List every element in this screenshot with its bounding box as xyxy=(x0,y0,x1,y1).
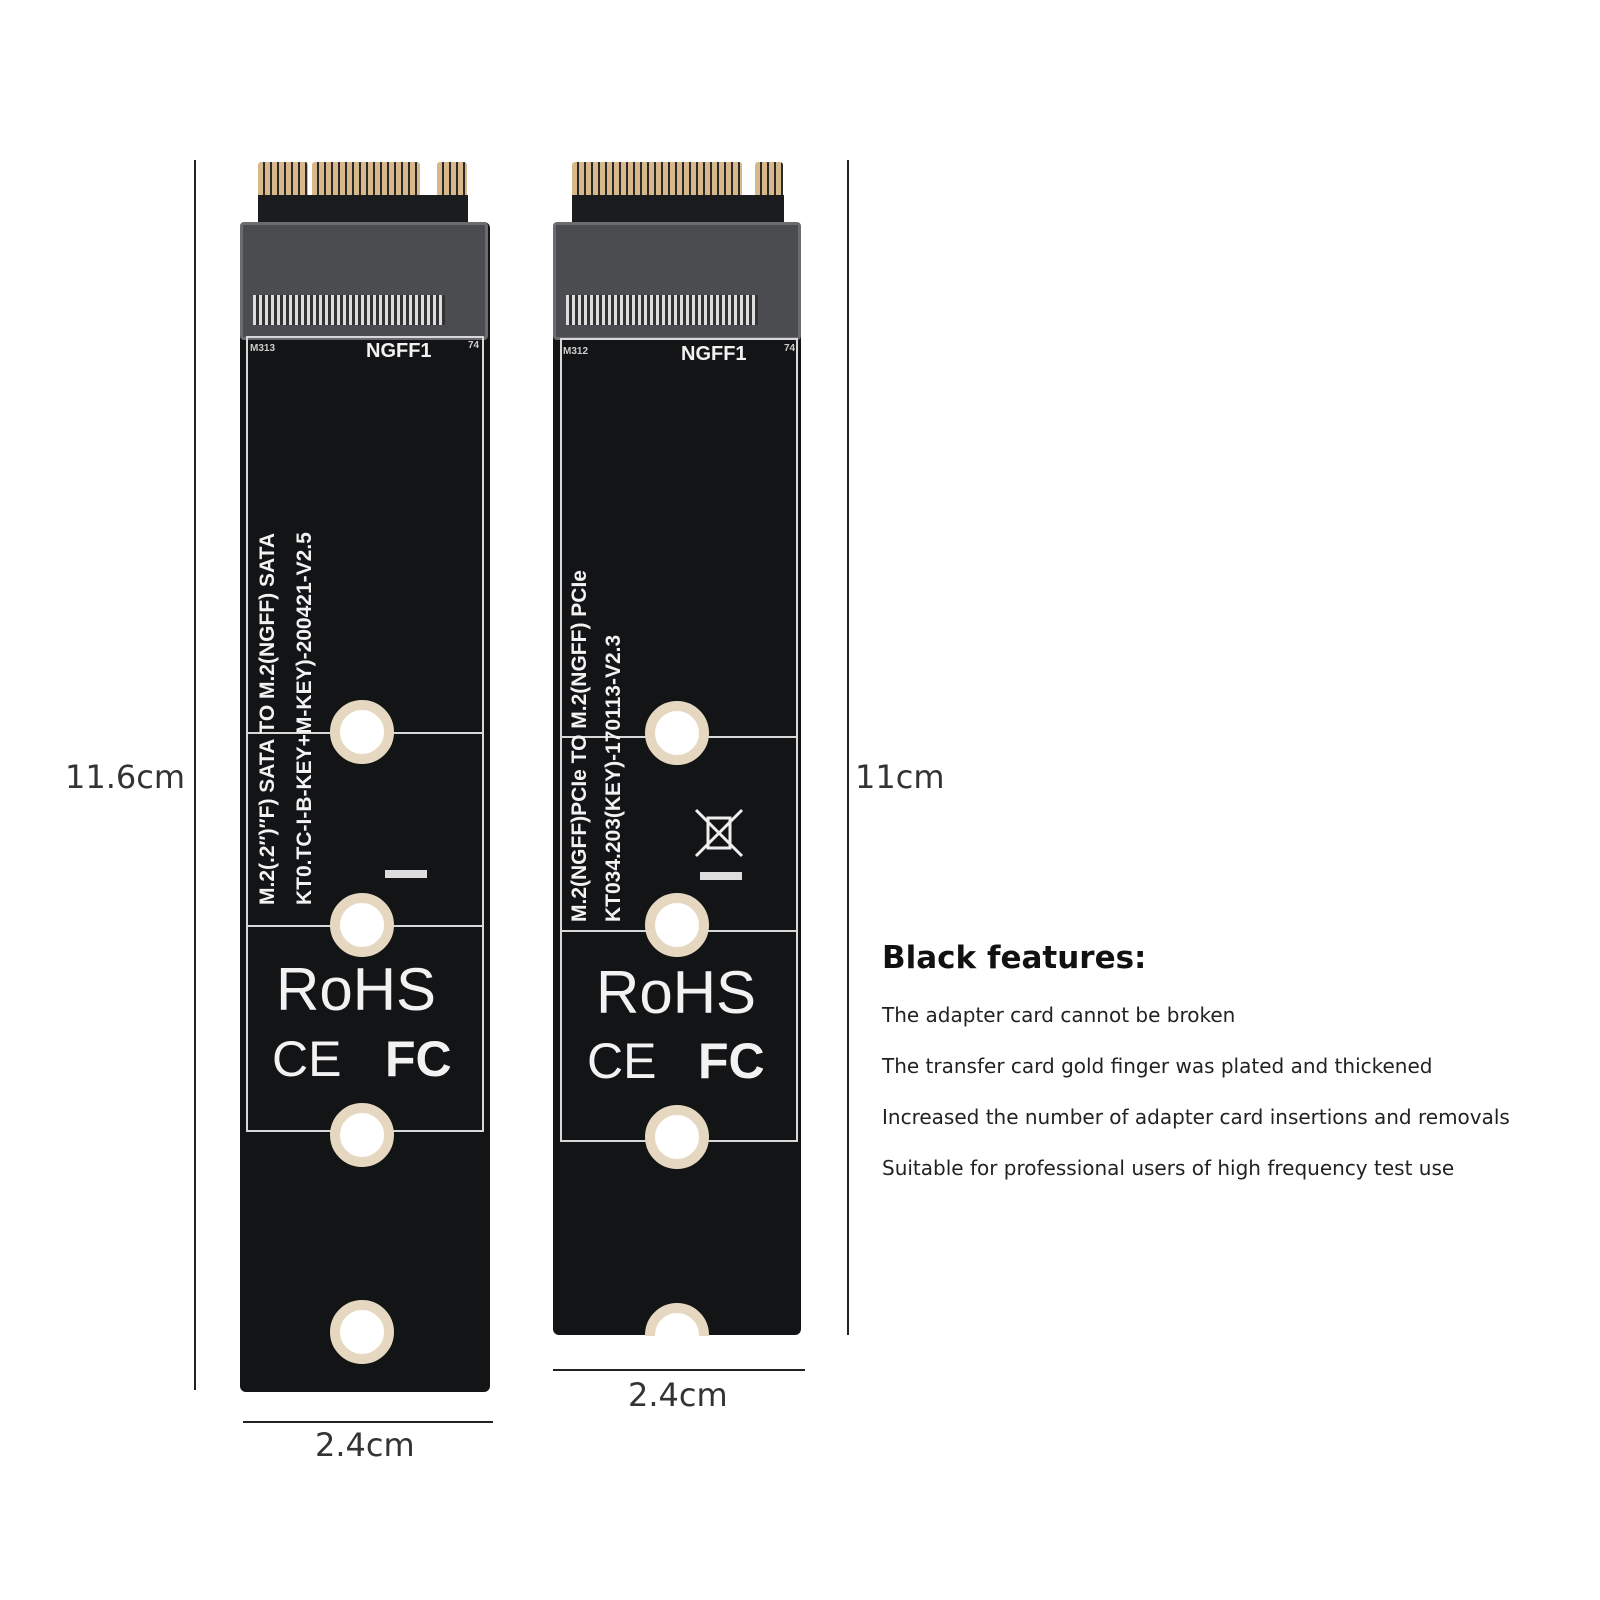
board-code: M313 xyxy=(250,343,276,354)
rohs-mark: RoHS xyxy=(276,956,437,1023)
rohs-mark: RoHS xyxy=(596,959,757,1026)
width-label-left: 2.4cm xyxy=(315,1426,415,1464)
mounting-hole xyxy=(330,700,394,764)
dimension-line-width-right xyxy=(553,1369,805,1371)
feature-item: Increased the number of adapter card ins… xyxy=(882,1105,1510,1129)
finger-base xyxy=(258,195,468,225)
ce-mark: CE xyxy=(272,1031,342,1087)
mounting-hole xyxy=(645,893,709,957)
finger-base xyxy=(572,195,784,225)
dimension-line-height-right xyxy=(847,160,849,1335)
pin-label: 74 xyxy=(468,340,480,351)
board-code: M312 xyxy=(563,346,589,357)
ngff-label: NGFF1 xyxy=(366,340,432,362)
pin-label: 74 xyxy=(784,343,796,354)
ngff-label: NGFF1 xyxy=(681,343,747,365)
ce-mark: CE xyxy=(587,1033,657,1089)
mounting-hole xyxy=(330,1300,394,1364)
marker-bar xyxy=(700,872,742,880)
height-label-left: 11.6cm xyxy=(65,758,186,796)
board-text-line2: KT034.203(KEY)-170113-V2.3 xyxy=(602,634,625,922)
mounting-hole xyxy=(645,1105,709,1169)
features-title: Black features: xyxy=(882,940,1147,976)
mounting-hole xyxy=(330,893,394,957)
feature-item: Suitable for professional users of high … xyxy=(882,1156,1455,1180)
board-text-line1: M.2(NGFF)PCIe TO M.2(NGFF) PCIe xyxy=(568,570,591,922)
weee-bin-icon xyxy=(694,808,744,860)
dimension-line-width-left xyxy=(243,1421,493,1423)
mounting-hole xyxy=(330,1103,394,1167)
m2-socket xyxy=(553,222,801,340)
fc-mark: FC xyxy=(698,1033,765,1089)
pcb-board xyxy=(240,222,490,1392)
feature-item: The adapter card cannot be broken xyxy=(882,1003,1236,1027)
fc-mark: FC xyxy=(385,1031,452,1087)
width-label-right: 2.4cm xyxy=(628,1376,728,1414)
height-label-right: 11cm xyxy=(855,758,945,796)
feature-item: The transfer card gold finger was plated… xyxy=(882,1054,1433,1078)
marker-bar xyxy=(385,870,427,878)
board-text-line2: KT0.TC-I-B-KEY+M-KEY)-200421-V2.5 xyxy=(293,532,316,905)
board-text-line1: M.2(.2″)″F) SATA TO M.2(NGFF) SATA xyxy=(256,532,279,905)
mounting-hole xyxy=(645,701,709,765)
m2-socket xyxy=(240,222,488,340)
dimension-line-height-left xyxy=(194,160,196,1390)
